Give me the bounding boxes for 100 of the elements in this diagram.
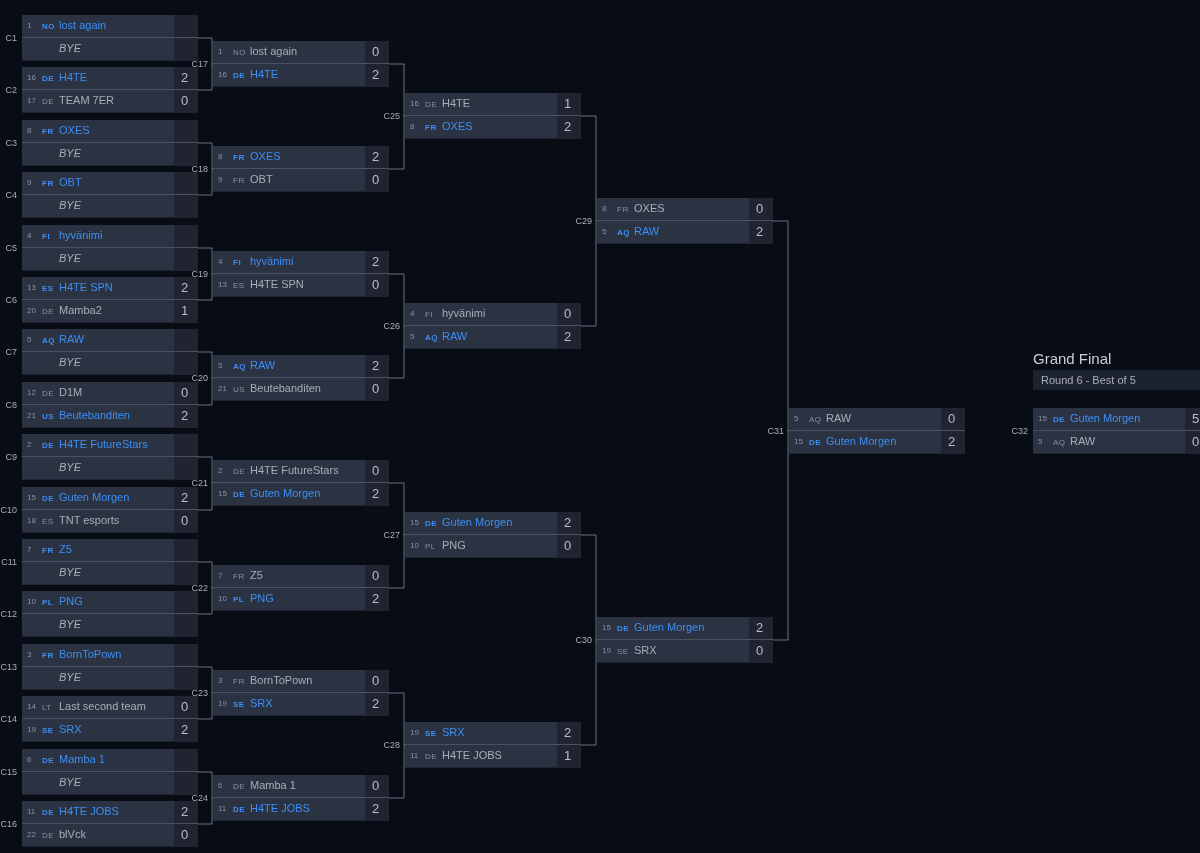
score: 2 (181, 490, 189, 505)
country-code: DE (1053, 415, 1066, 424)
country-code: ES (42, 284, 54, 293)
match-card (22, 487, 198, 533)
seed-number: 5 (602, 227, 607, 236)
bracket-line (772, 430, 790, 641)
match-label: C20 (191, 373, 208, 383)
score: 0 (756, 201, 764, 216)
country-code: AQ (233, 362, 246, 371)
team-row (405, 325, 581, 348)
team-name: OXES (59, 124, 90, 136)
bracket-line (580, 115, 598, 222)
team-name: H4TE (59, 71, 88, 83)
match-label: C4 (5, 190, 17, 200)
seed-number: 22 (27, 830, 36, 839)
country-code: DE (42, 441, 55, 450)
team-name: hyvänimi (250, 255, 294, 267)
seed-number: 4 (27, 231, 32, 240)
country-code: FI (425, 310, 434, 319)
country-code: DE (42, 307, 55, 316)
country-code: FR (233, 176, 245, 185)
country-code: DE (809, 438, 822, 447)
bracket-line (197, 168, 214, 196)
country-code: LT (42, 703, 52, 712)
team-name: hyvänimi (59, 229, 103, 241)
score: 2 (372, 254, 380, 269)
seed-number: 10 (410, 541, 419, 550)
bracket-line (197, 377, 214, 406)
seed-number: 15 (794, 437, 803, 446)
score: 1 (564, 96, 572, 111)
score: 0 (372, 463, 380, 478)
match-label: C18 (191, 164, 208, 174)
country-code: FR (233, 677, 245, 686)
team-name: blVck (59, 828, 86, 840)
match-card (22, 120, 198, 166)
country-code: DE (42, 831, 55, 840)
match-card (22, 801, 198, 847)
team-name: Guten Morgen (250, 487, 321, 499)
bracket-line (772, 220, 790, 432)
country-code: ES (233, 281, 245, 290)
bye-label: BYE (59, 356, 81, 368)
country-code: FR (233, 153, 245, 162)
seed-number: 5 (218, 361, 223, 370)
team-name: SRX (250, 697, 273, 709)
match-card (405, 303, 581, 349)
team-name: lost again (250, 45, 298, 57)
match-label: C28 (383, 740, 400, 750)
country-code: DE (233, 490, 246, 499)
seed-number: 1 (27, 21, 32, 30)
team-row (22, 142, 198, 165)
score: 5 (1192, 411, 1200, 426)
team-name: Mamba 1 (59, 753, 105, 765)
seed-number: 13 (27, 283, 36, 292)
team-row (22, 89, 198, 112)
bracket-line (197, 692, 214, 720)
team-row (789, 430, 965, 453)
match-card (789, 408, 965, 454)
seed-number: 1 (218, 47, 223, 56)
seed-number: 5 (27, 335, 32, 344)
match-card (213, 670, 389, 716)
team-name: H4TE (250, 68, 279, 80)
score: 2 (564, 119, 572, 134)
team-name: PNG (59, 595, 83, 607)
country-code: DE (233, 467, 246, 476)
country-code: DE (617, 624, 630, 633)
bye-label: BYE (59, 776, 81, 788)
bracket-line (388, 744, 406, 799)
country-code: DE (233, 805, 246, 814)
bye-label: BYE (59, 618, 81, 630)
country-code: ES (42, 517, 54, 526)
team-name: RAW (826, 412, 852, 424)
seed-number: 8 (218, 152, 223, 161)
country-code: DE (42, 494, 55, 503)
country-code: FR (617, 205, 629, 214)
country-code: DE (42, 97, 55, 106)
team-row (213, 168, 389, 191)
seed-number: 4 (410, 309, 415, 318)
match-card (213, 41, 389, 87)
match-card (22, 644, 198, 690)
seed-number: 20 (27, 306, 36, 315)
seed-number: 19 (602, 646, 611, 655)
country-code: AQ (1053, 438, 1066, 447)
score: 2 (372, 149, 380, 164)
bye-label: BYE (59, 566, 81, 578)
match-card (22, 225, 198, 271)
score: 0 (181, 827, 189, 842)
seed-number: 11 (27, 807, 36, 816)
country-code: AQ (809, 415, 822, 424)
seed-number: 10 (218, 594, 227, 603)
score: 2 (948, 434, 956, 449)
bye-label: BYE (59, 199, 81, 211)
team-row (213, 482, 389, 505)
score: 0 (948, 411, 956, 426)
team-name: lost again (59, 19, 107, 31)
match-label: C23 (191, 688, 208, 698)
match-card (22, 382, 198, 428)
bracket-line (580, 639, 598, 746)
match-label: C26 (383, 321, 400, 331)
bracket-line (388, 325, 406, 379)
country-code: NO (233, 48, 246, 57)
